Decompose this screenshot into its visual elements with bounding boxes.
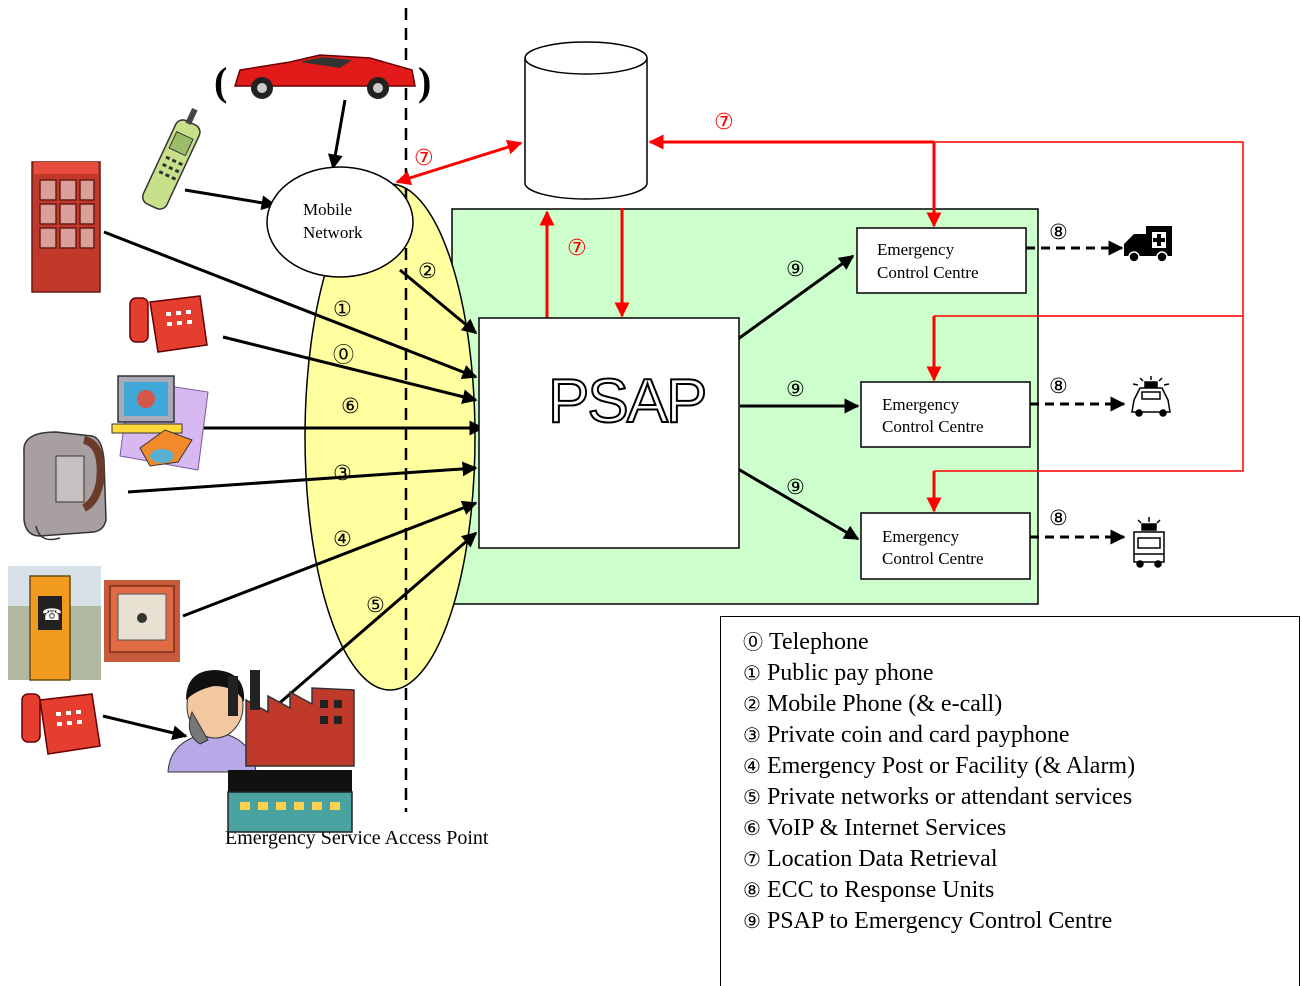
legend-text: PSAP to Emergency Control Centre xyxy=(766,908,1113,934)
input-arrows xyxy=(102,99,485,741)
legend-marker: ② xyxy=(743,692,761,716)
car-paren-left: ( xyxy=(214,59,227,104)
red-desk-telephone-icon xyxy=(129,295,208,353)
edge-label-9-ecc3: ⑨ xyxy=(786,475,805,499)
edge-label-4: ④ xyxy=(333,527,352,551)
legend-text: Location Data Retrieval xyxy=(766,846,998,872)
legend-marker: ⑦ xyxy=(743,847,761,871)
computer-phone-icon xyxy=(111,375,209,471)
legend-text: ECC to Response Units xyxy=(766,877,995,903)
mobile-network-node xyxy=(266,166,414,278)
factory-icon xyxy=(228,670,355,767)
edge-label-0: ⓪ xyxy=(333,343,354,367)
edge-label-9-ecc2: ⑨ xyxy=(786,377,805,401)
edge-label-7-ecc: ⑦ xyxy=(714,110,734,135)
police-car-icon xyxy=(1131,376,1171,417)
car-icon: ( ) xyxy=(214,54,431,104)
arrow-car-to-mobile xyxy=(327,99,347,170)
car-paren-right: ) xyxy=(418,59,431,104)
edge-label-7-network: ⑦ xyxy=(414,146,434,171)
arrow-telephone-to-psap xyxy=(222,335,478,405)
legend-marker: ⑤ xyxy=(743,785,761,809)
emergency-post-icon: ☎ xyxy=(8,566,101,681)
legend-marker: ⑨ xyxy=(743,909,761,933)
ecc-location-bus xyxy=(934,141,1244,472)
arrow-psap-to-ecc-1 xyxy=(737,254,855,341)
arrow-network-to-psap xyxy=(399,268,478,335)
arrow-private-network-to-psap xyxy=(267,531,478,715)
ecc-box-2: Emergency Control Centre xyxy=(860,381,1031,448)
ecc-1-label-line1: Emergency xyxy=(877,240,955,259)
edge-label-5: ⑤ xyxy=(366,593,385,617)
svg-text:☎: ☎ xyxy=(42,605,62,624)
legend-text: Public pay phone xyxy=(766,660,934,686)
fire-truck-icon xyxy=(1133,517,1165,568)
ecc-1-label-line2: Control Centre xyxy=(877,263,979,282)
wall-payphone-icon xyxy=(23,431,107,541)
mobile-network-label-2: Network xyxy=(303,223,363,242)
ecc-box-1: Emergency Control Centre xyxy=(856,227,1027,294)
edge-label-6: ⑥ xyxy=(341,394,360,418)
legend-marker: ⑧ xyxy=(743,878,761,902)
legend-text: Emergency Post or Facility (& Alarm) xyxy=(766,753,1136,779)
edge-label-8-ecc1: ⑧ xyxy=(1049,220,1068,244)
arrow-emergency-post-to-psap xyxy=(182,500,478,618)
arrow-red-phone-to-operator xyxy=(102,714,188,741)
legend-text: Private coin and card payphone xyxy=(766,722,1070,748)
arrow-psap-to-ecc-3 xyxy=(737,467,860,541)
edge-label-9-ecc1: ⑨ xyxy=(786,257,805,281)
mobile-phone-icon xyxy=(141,108,201,210)
ecc-box-3: Emergency Control Centre xyxy=(860,512,1031,580)
arrow-coin-payphone-to-psap xyxy=(127,461,478,494)
edge-label-8-ecc3: ⑧ xyxy=(1049,506,1068,530)
legend-marker: ① xyxy=(743,661,761,685)
ambulance-icon xyxy=(1124,226,1172,263)
alarm-box-icon xyxy=(104,580,180,662)
mobile-network-label-1: Mobile xyxy=(303,200,352,219)
legend-marker: ⑥ xyxy=(743,816,761,840)
legend-marker: ③ xyxy=(743,723,761,747)
legend-marker: ④ xyxy=(743,754,761,778)
legend-text: Telephone xyxy=(769,629,869,655)
legend-text: Private networks or attendant services xyxy=(766,784,1133,810)
edge-label-8-ecc2: ⑧ xyxy=(1049,374,1068,398)
red-telephone-icon xyxy=(21,693,101,755)
arrow-db-network xyxy=(395,139,523,186)
arrow-payphone-to-psap xyxy=(103,230,478,380)
arrow-mobile-to-network xyxy=(184,188,277,211)
operator-woman-icon xyxy=(167,670,257,773)
legend-marker: ⓪ xyxy=(743,630,763,654)
edge-label-2: ② xyxy=(418,259,437,283)
legend-text: Mobile Phone (& e-call) xyxy=(766,691,1003,717)
ecc-3-label-line1: Emergency xyxy=(882,527,960,546)
psap-label: PSAP xyxy=(548,367,705,436)
location-data-arrows xyxy=(395,134,1244,513)
ecc-3-label-line2: Control Centre xyxy=(882,549,984,568)
ecc-unit-arrows xyxy=(1026,240,1126,545)
psap-ecc-arrows xyxy=(737,254,860,541)
database-cylinder-icon xyxy=(524,41,648,200)
phone-booth-icon xyxy=(31,161,101,293)
legend-text: VoIP & Internet Services xyxy=(766,815,1007,841)
edge-label-1: ① xyxy=(333,297,352,321)
office-building-icon xyxy=(227,770,353,833)
edge-label-7-psap: ⑦ xyxy=(567,236,587,261)
ecc-2-label-line1: Emergency xyxy=(882,395,960,414)
psap-box xyxy=(478,317,740,549)
edge-label-3: ③ xyxy=(333,461,352,485)
ecc-2-label-line2: Control Centre xyxy=(882,417,984,436)
